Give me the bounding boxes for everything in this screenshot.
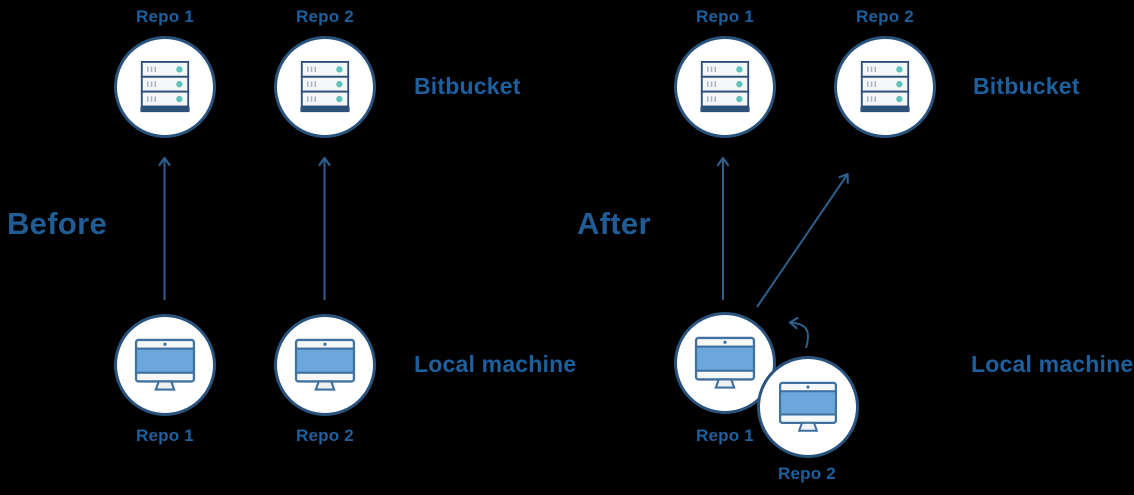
server-rack-icon [139,60,191,114]
before-local-repo-1-node [114,314,216,416]
after-bitbucket-repo-1-node [674,36,776,138]
after-remote-repo-2-label: Repo 2 [856,7,914,26]
after-bitbucket-repo-2-node [834,36,936,138]
arrow-up-right-icon [756,173,849,308]
after-local-repo-2-label: Repo 2 [778,464,836,483]
desktop-computer-icon [778,381,838,434]
before-local-repo-1-label: Repo 1 [136,426,194,445]
after-local-repo-1-label: Repo 1 [696,426,754,445]
after-title: After [577,206,651,241]
after-remote-repo-1-label: Repo 1 [696,7,754,26]
before-local-repo-2-label: Repo 2 [296,426,354,445]
after-local-repo-2-node [757,356,859,458]
before-bitbucket-repo-1-node [114,36,216,138]
curved-arrow-left-icon [788,316,810,349]
before-local-repo-2-node [274,314,376,416]
before-local-machine-label: Local machine [414,351,577,377]
before-bitbucket-label: Bitbucket [414,73,521,99]
desktop-computer-icon [694,336,756,391]
server-rack-icon [699,60,751,114]
before-remote-repo-2-label: Repo 2 [296,7,354,26]
before-bitbucket-repo-2-node [274,36,376,138]
desktop-computer-icon [294,338,356,393]
server-rack-icon [299,60,351,114]
desktop-computer-icon [134,338,196,393]
before-remote-repo-1-label: Repo 1 [136,7,194,26]
after-bitbucket-label: Bitbucket [973,73,1080,99]
after-local-machine-label: Local machine [971,351,1134,377]
before-title: Before [7,206,107,241]
server-rack-icon [859,60,911,114]
